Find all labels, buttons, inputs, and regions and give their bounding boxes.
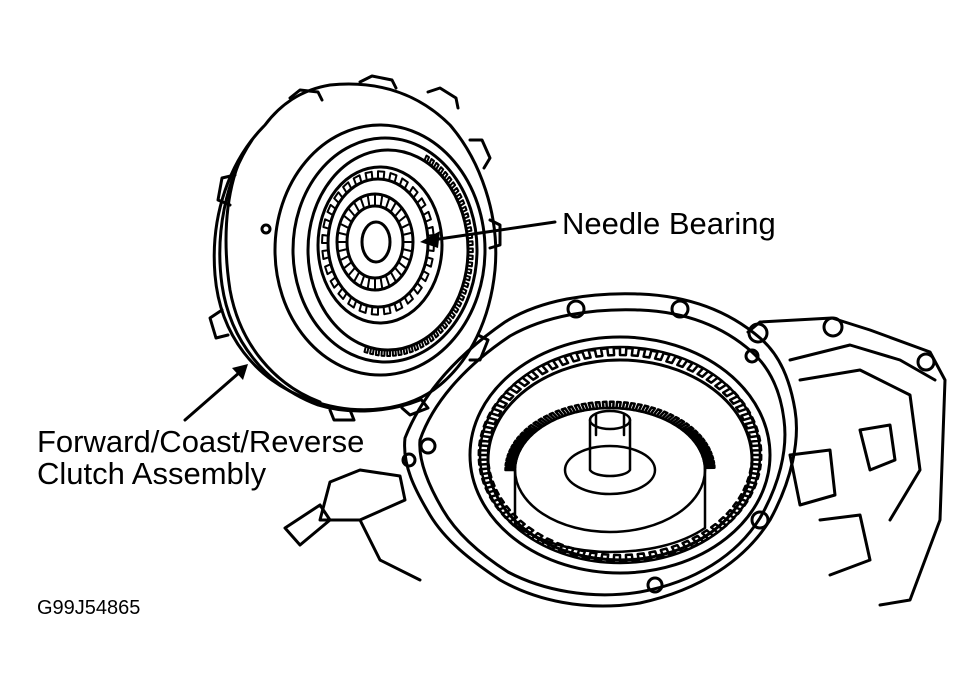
figure-code: G99J54865 (37, 597, 141, 619)
clutch-spline-teeth (321, 154, 474, 357)
leader-clutch-assembly (183, 364, 248, 422)
leader-needle-bearing (420, 220, 557, 248)
clutch-assembly-label-line1: Forward/Coast/Reverse (37, 424, 365, 459)
needle-bearing-label: Needle Bearing (562, 206, 776, 241)
clutch-assembly-label-line2: Clutch Assembly (37, 456, 267, 491)
planetary-gear (504, 400, 716, 554)
clutch-assembly (208, 74, 502, 422)
ring-gear (477, 345, 763, 565)
